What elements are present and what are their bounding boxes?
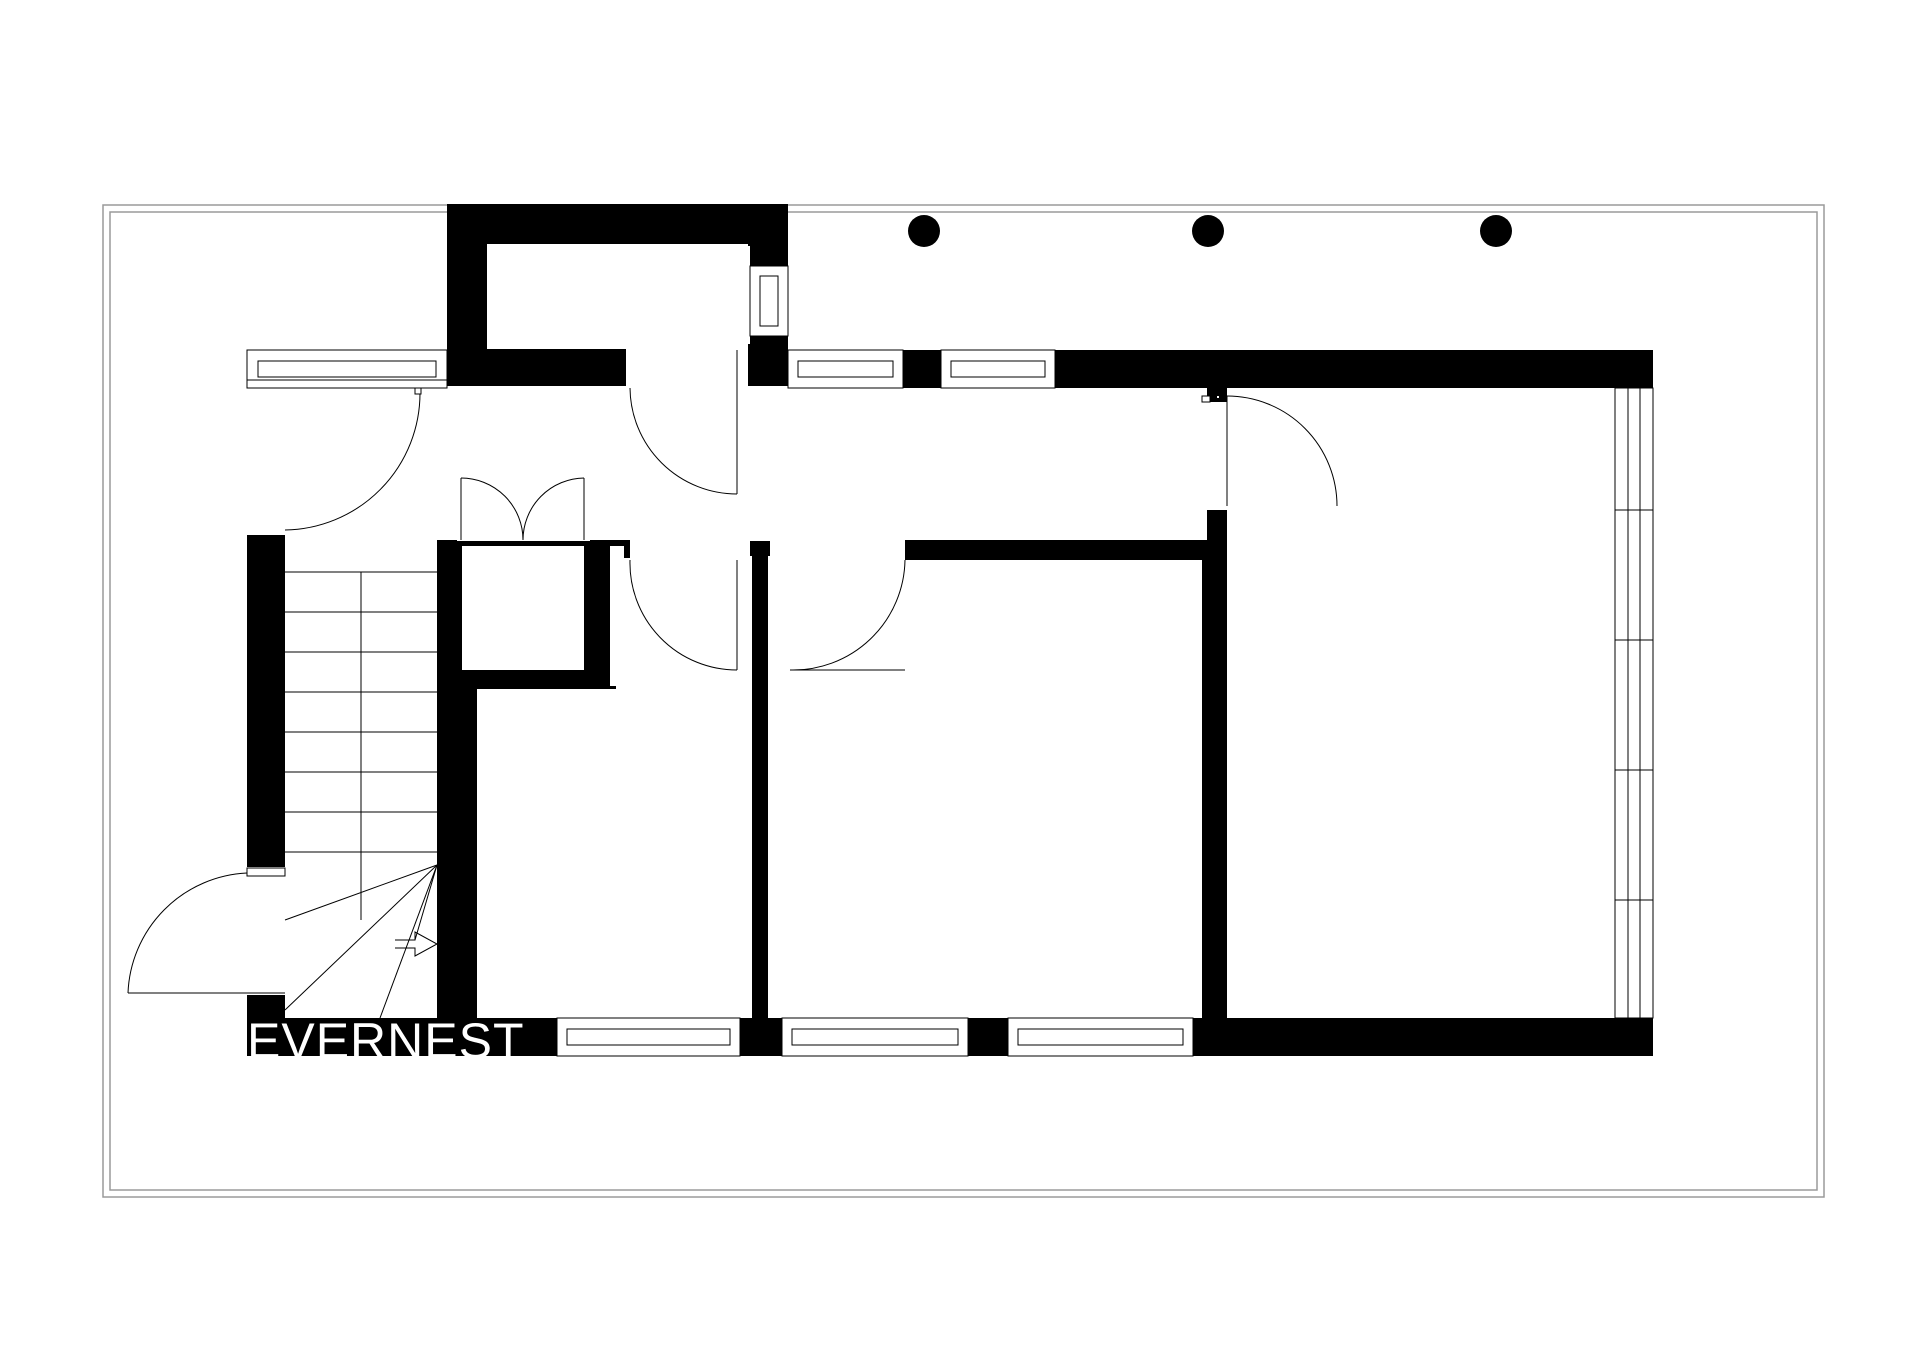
door-stair-exit — [127, 867, 286, 994]
door-bathroom — [629, 559, 738, 671]
wall-middle-room-right — [1202, 540, 1226, 1020]
stair-direction-arrow — [395, 931, 439, 957]
window-top-1 — [787, 349, 904, 389]
wall-right-top-cap — [1607, 350, 1653, 388]
window-bottom-3 — [1007, 1017, 1194, 1057]
window-right-wall — [1614, 387, 1654, 1019]
wall-bottom-right — [1193, 1018, 1653, 1056]
brand-watermark: EVERNEST — [247, 1013, 525, 1069]
wall-partition-2 — [752, 556, 768, 1021]
window-top-2 — [940, 349, 1056, 389]
window-storage-side — [749, 265, 789, 337]
wall-stair-left — [247, 535, 285, 867]
site-boundary — [102, 204, 1825, 1198]
door-closet-double — [460, 477, 585, 541]
window-bottom-2 — [781, 1017, 969, 1057]
wall-middle-room-top — [905, 540, 1207, 560]
wall-right-room-stub — [1207, 388, 1227, 402]
wall-top-pier-2 — [903, 350, 941, 388]
windows — [246, 265, 1654, 1057]
column-1 — [908, 215, 940, 247]
wall-bottom-pier-2 — [968, 1018, 1008, 1056]
wall-top-pier-1 — [748, 344, 788, 386]
column-3 — [1480, 215, 1512, 247]
window-top-left — [246, 349, 448, 389]
doors — [127, 350, 1338, 994]
wall-bottom-left — [247, 1018, 557, 1056]
window-bottom-1 — [556, 1017, 741, 1057]
staircase — [284, 571, 439, 1019]
door-storage — [629, 350, 738, 495]
door-middle-room — [789, 559, 906, 671]
column-2 — [1192, 215, 1224, 247]
wall-bottom-pier-1 — [740, 1018, 782, 1056]
walls — [247, 204, 1653, 1056]
wall-cutouts — [462, 396, 1219, 686]
wall-partition-1 — [750, 541, 770, 556]
wall-top-right — [1055, 350, 1653, 388]
wall-stair-right — [437, 540, 457, 1055]
columns — [908, 215, 1512, 247]
door-right-room — [1201, 395, 1338, 507]
door-entry — [284, 387, 422, 531]
